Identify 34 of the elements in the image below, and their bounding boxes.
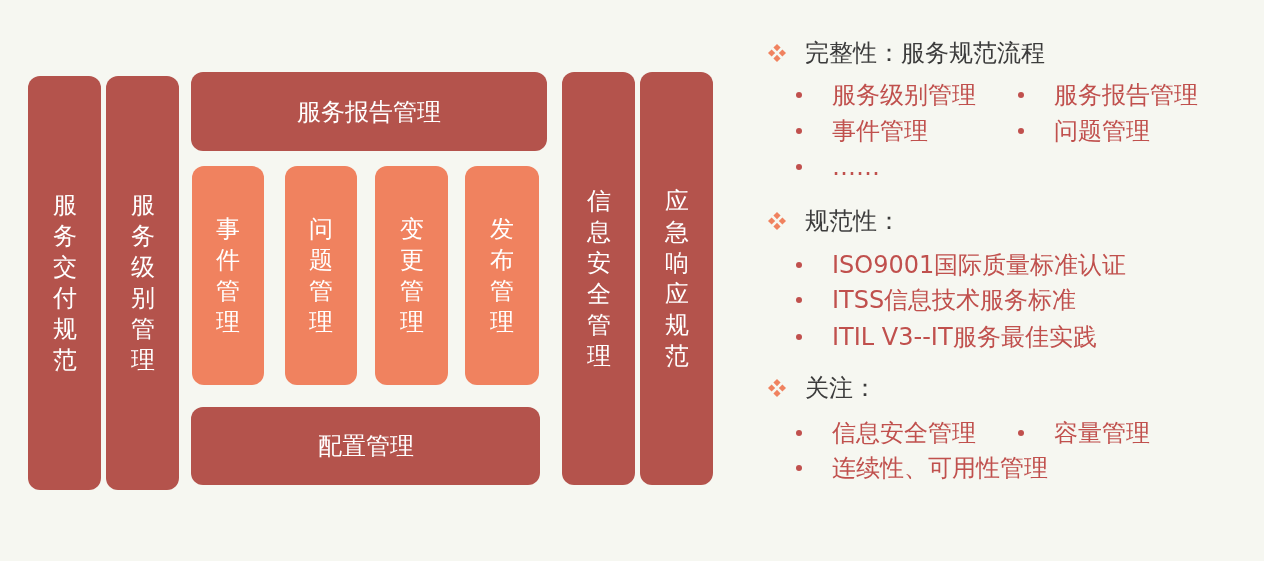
list-item-text: 信息安全管理 xyxy=(832,418,976,448)
box-label: 服务级别管理 xyxy=(130,190,155,376)
list-item-text: ITSS信息技术服务标准 xyxy=(832,285,1077,315)
section-heading: 关注： xyxy=(805,373,877,403)
list-item-text: 问题管理 xyxy=(1054,116,1150,146)
section-heading: 规范性： xyxy=(805,206,901,236)
pillar-box xyxy=(562,72,635,485)
box-label: 配置管理 xyxy=(317,431,414,461)
box-label: 服务交付规范 xyxy=(52,190,77,376)
module-box xyxy=(465,166,539,385)
list-item-text: 服务报告管理 xyxy=(1054,80,1198,110)
box-label: 变更管理 xyxy=(399,213,424,338)
list-item-text: ISO9001国际质量标准认证 xyxy=(832,250,1127,280)
list-item-text: 容量管理 xyxy=(1054,418,1150,448)
box-label: 服务报告管理 xyxy=(297,96,441,127)
pillar-box xyxy=(106,76,179,490)
pillar-box xyxy=(640,72,713,485)
box-label: 发布管理 xyxy=(489,213,515,338)
list-item-text: …… xyxy=(832,152,880,182)
pillar-box xyxy=(28,76,101,490)
box-label: 事件管理 xyxy=(215,213,241,338)
module-box xyxy=(285,166,357,385)
box-label: 应急响应规范 xyxy=(664,185,689,372)
list-item-text: ITIL V3--IT服务最佳实践 xyxy=(832,322,1097,352)
section-heading: 完整性：服务规范流程 xyxy=(805,38,1045,68)
box-label: 问题管理 xyxy=(308,213,334,338)
box-label: 信息安全管理 xyxy=(586,185,611,372)
list-item-text: 事件管理 xyxy=(832,116,928,146)
band-box xyxy=(191,407,540,485)
module-box xyxy=(192,166,264,385)
list-item-text: 连续性、可用性管理 xyxy=(832,453,1048,483)
band-box xyxy=(191,72,547,151)
module-box xyxy=(375,166,448,385)
list-item-text: 服务级别管理 xyxy=(832,80,976,110)
